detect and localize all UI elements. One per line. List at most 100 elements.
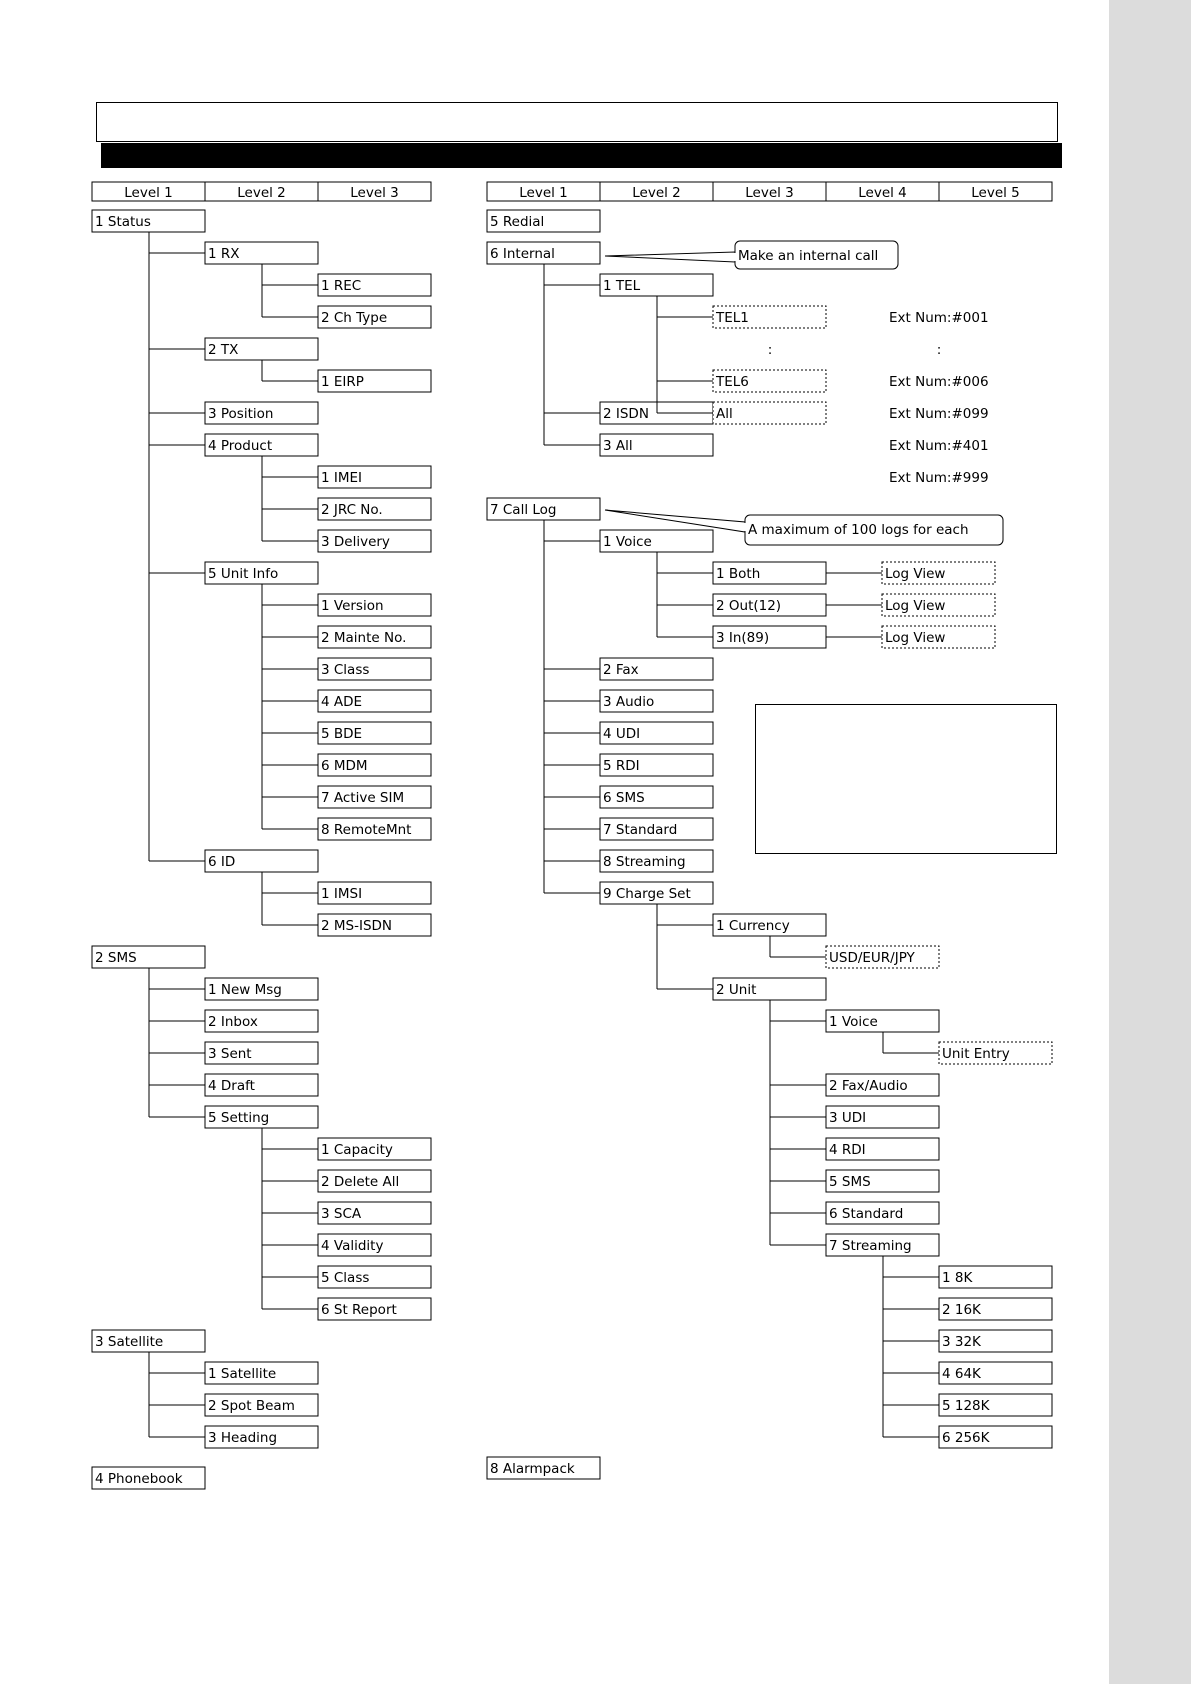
menu-item-3-heading: 3 Heading <box>204 1425 319 1449</box>
label: 7 Call Log <box>490 502 557 518</box>
label: 2 Unit <box>716 982 756 998</box>
label: TEL1 <box>715 310 749 326</box>
label: 9 Charge Set <box>603 886 691 902</box>
right-header-level-1: Level 1 <box>486 181 601 202</box>
menu-item-4-ade: 4 ADE <box>317 689 432 713</box>
label: 5 Unit Info <box>208 566 278 582</box>
label: 4 64K <box>942 1366 982 1382</box>
svg-text:Level 1: Level 1 <box>124 185 173 201</box>
label: 5 BDE <box>321 726 362 742</box>
menu-item-1-rx: 1 RX <box>204 241 319 265</box>
label: 4 UDI <box>603 726 640 742</box>
menu-item-2-delete-all: 2 Delete All <box>317 1169 432 1193</box>
ellipsis-ext: : <box>937 342 942 358</box>
menu-item-6-internal: 6 Internal <box>486 241 601 265</box>
label: 8 Streaming <box>603 854 686 870</box>
label: 3 Delivery <box>321 534 390 550</box>
label: 6 Standard <box>829 1206 903 1222</box>
label: 4 Draft <box>208 1078 255 1094</box>
menu-item-2-jrc-no: 2 JRC No. <box>317 497 432 521</box>
label: 8 RemoteMnt <box>321 822 411 838</box>
label: 4 Validity <box>321 1238 383 1254</box>
label: 3 UDI <box>829 1110 866 1126</box>
label: 2 Ch Type <box>321 310 387 326</box>
label: 2 JRC No. <box>321 502 383 518</box>
menu-item-2-sms: 2 SMS <box>91 945 206 969</box>
label: Log View <box>885 598 945 614</box>
menu-item-4-rdi: 4 RDI <box>825 1137 940 1161</box>
menu-item-1-8k: 1 8K <box>938 1265 1053 1289</box>
svg-text:Level 3: Level 3 <box>350 185 399 201</box>
label: 3 Position <box>208 406 273 422</box>
menu-item-2-out-12: 2 Out(12) <box>712 593 827 617</box>
label: 6 MDM <box>321 758 368 774</box>
menu-item-2-mainte-no: 2 Mainte No. <box>317 625 432 649</box>
label: 1 EIRP <box>321 374 364 390</box>
menu-item-3-32k: 3 32K <box>938 1329 1053 1353</box>
menu-item-5-bde: 5 BDE <box>317 721 432 745</box>
log-view-3: Log View <box>881 625 996 649</box>
menu-item-2-inbox: 2 Inbox <box>204 1009 319 1033</box>
menu-item-6-sms: 6 SMS <box>599 785 714 809</box>
label: Log View <box>885 566 945 582</box>
label: 6 SMS <box>603 790 645 806</box>
menu-item-5-redial: 5 Redial <box>486 209 601 233</box>
menu-item-1-capacity: 1 Capacity <box>317 1137 432 1161</box>
label: 4 Phonebook <box>95 1471 183 1487</box>
menu-item-5-setting: 5 Setting <box>204 1105 319 1129</box>
menu-item-5-rdi: 5 RDI <box>599 753 714 777</box>
menu-item-5-class: 5 Class <box>317 1265 432 1289</box>
menu-item-3-in-89: 3 In(89) <box>712 625 827 649</box>
label: Log View <box>885 630 945 646</box>
label: 3 32K <box>942 1334 982 1350</box>
label: 1 Version <box>321 598 384 614</box>
menu-item-5-128k: 5 128K <box>938 1393 1053 1417</box>
label: 6 Internal <box>490 246 555 262</box>
currency-options: USD/EUR/JPY <box>825 945 940 969</box>
label: 2 Spot Beam <box>208 1398 295 1414</box>
menu-item-6-st-report: 6 St Report <box>317 1297 432 1321</box>
label: 3 Satellite <box>95 1334 163 1350</box>
label: 2 ISDN <box>603 406 649 422</box>
menu-item-1-new-msg: 1 New Msg <box>204 977 319 1001</box>
tel-option-tel6: TEL6 <box>712 369 827 393</box>
menu-item-3-delivery: 3 Delivery <box>317 529 432 553</box>
page-title-bar <box>101 143 1062 168</box>
menu-item-6-standard: 6 Standard <box>825 1201 940 1225</box>
menu-item-6-mdm: 6 MDM <box>317 753 432 777</box>
menu-item-1-satellite: 1 Satellite <box>204 1361 319 1385</box>
menu-item-1-imei: 1 IMEI <box>317 465 432 489</box>
label: 1 IMSI <box>321 886 362 902</box>
label: 3 SCA <box>321 1206 362 1222</box>
menu-item-2-unit: 2 Unit <box>712 977 827 1001</box>
menu-item-2-fax: 2 Fax <box>599 657 714 681</box>
label: 3 In(89) <box>716 630 769 646</box>
label: 8 Alarmpack <box>490 1461 575 1477</box>
label: 2 SMS <box>95 950 137 966</box>
svg-text:Make an internal call: Make an internal call <box>738 248 878 264</box>
ext-num-ext-num-999: Ext Num:#999 <box>889 470 989 486</box>
menu-item-2-ch-type: 2 Ch Type <box>317 305 432 329</box>
menu-item-6-id: 6 ID <box>204 849 319 873</box>
menu-item-2-fax-audio: 2 Fax/Audio <box>825 1073 940 1097</box>
ext-num-ext-num-099: Ext Num:#099 <box>889 406 989 422</box>
log-view-2: Log View <box>881 593 996 617</box>
svg-text:Level 2: Level 2 <box>632 185 681 201</box>
label: 7 Standard <box>603 822 677 838</box>
label: 5 Class <box>321 1270 369 1286</box>
right-header-level-4: Level 4 <box>825 181 940 202</box>
label: Unit Entry <box>942 1046 1010 1062</box>
menu-item-9-charge-set: 9 Charge Set <box>599 881 714 905</box>
label: 1 RX <box>208 246 240 262</box>
label: 2 Fax <box>603 662 639 678</box>
ellipsis-tel: : <box>768 342 773 358</box>
menu-item-2-spot-beam: 2 Spot Beam <box>204 1393 319 1417</box>
svg-text:Level 3: Level 3 <box>745 185 794 201</box>
right-header-level-5: Level 5 <box>938 181 1053 202</box>
log-view-1: Log View <box>881 561 996 585</box>
label: 3 All <box>603 438 633 454</box>
label: 1 Capacity <box>321 1142 393 1158</box>
label: 1 8K <box>942 1270 973 1286</box>
label: 2 TX <box>208 342 238 358</box>
menu-item-1-eirp: 1 EIRP <box>317 369 432 393</box>
